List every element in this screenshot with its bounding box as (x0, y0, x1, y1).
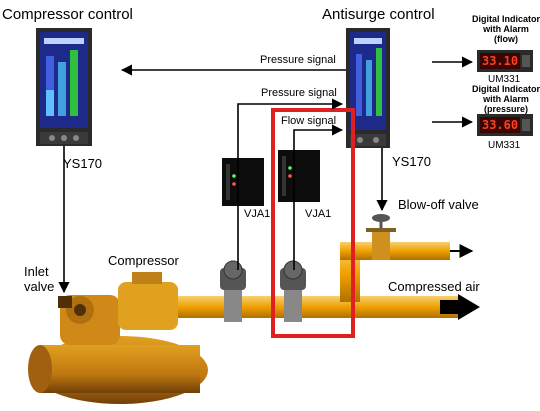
indicator-flow-title-line1: Digital Indicator (472, 14, 540, 24)
indicator-flow-title-line2: with Alarm (483, 24, 529, 34)
antisurge-controller (346, 28, 390, 148)
controller-model-left: YS170 (63, 156, 103, 171)
inlet-valve-label-line1: Inlet (24, 264, 49, 279)
compressor-label: Compressor (108, 253, 179, 268)
flow-transmitter (280, 260, 306, 322)
indicator-pressure-title-line2: with Alarm (483, 94, 529, 104)
pressure-signal-mid-line (237, 98, 344, 270)
vja1-label-right: VJA1 (305, 208, 332, 220)
pressure-transmitter (220, 260, 246, 322)
indicator-flow-value: 33.10 (482, 54, 519, 68)
flow-highlight-box (271, 108, 355, 338)
indicator-pressure-title-line1: Digital Indicator (472, 84, 540, 94)
indicator-pressure-device (477, 114, 533, 136)
indicator-flow-device (477, 50, 533, 72)
controller-model-right: YS170 (392, 154, 432, 169)
title-compressor-control: Compressor control (2, 6, 133, 23)
inlet-valve-graphic (58, 296, 72, 308)
indicator-flow-title: Digital Indicator with Alarm (flow) (472, 14, 540, 44)
flow-signal-line (293, 124, 344, 270)
indicator-pressure-model: UM331 (488, 140, 521, 151)
pressure-signal-top-label: Pressure signal (260, 54, 336, 66)
vja1-converter-left (222, 158, 264, 206)
title-antisurge-control: Antisurge control (322, 6, 435, 23)
inlet-valve-label: Inlet valve (24, 264, 54, 294)
compressor-graphic (28, 272, 208, 404)
blowoff-valve-label: Blow-off valve (398, 197, 479, 212)
blowoff-valve-graphic (366, 214, 396, 260)
indicator-flow-model: UM331 (488, 74, 521, 85)
compressor-controller (36, 28, 92, 146)
indicator-pressure-value: 33.60 (482, 118, 519, 132)
indicator-pressure-title-line3: (pressure) (483, 104, 528, 114)
indicator-pressure-title: Digital Indicator with Alarm (pressure) (472, 84, 540, 114)
vja1-label-left: VJA1 (244, 208, 271, 220)
vja1-converter-right (278, 150, 320, 202)
flow-signal-label: Flow signal (281, 115, 337, 127)
inlet-valve-label-line2: valve (24, 279, 55, 294)
compressed-air-label: Compressed air (388, 279, 480, 294)
compressed-air-arrow (440, 294, 480, 320)
pressure-signal-mid-label: Pressure signal (261, 87, 337, 99)
indicator-flow-title-line3: (flow) (494, 34, 518, 44)
